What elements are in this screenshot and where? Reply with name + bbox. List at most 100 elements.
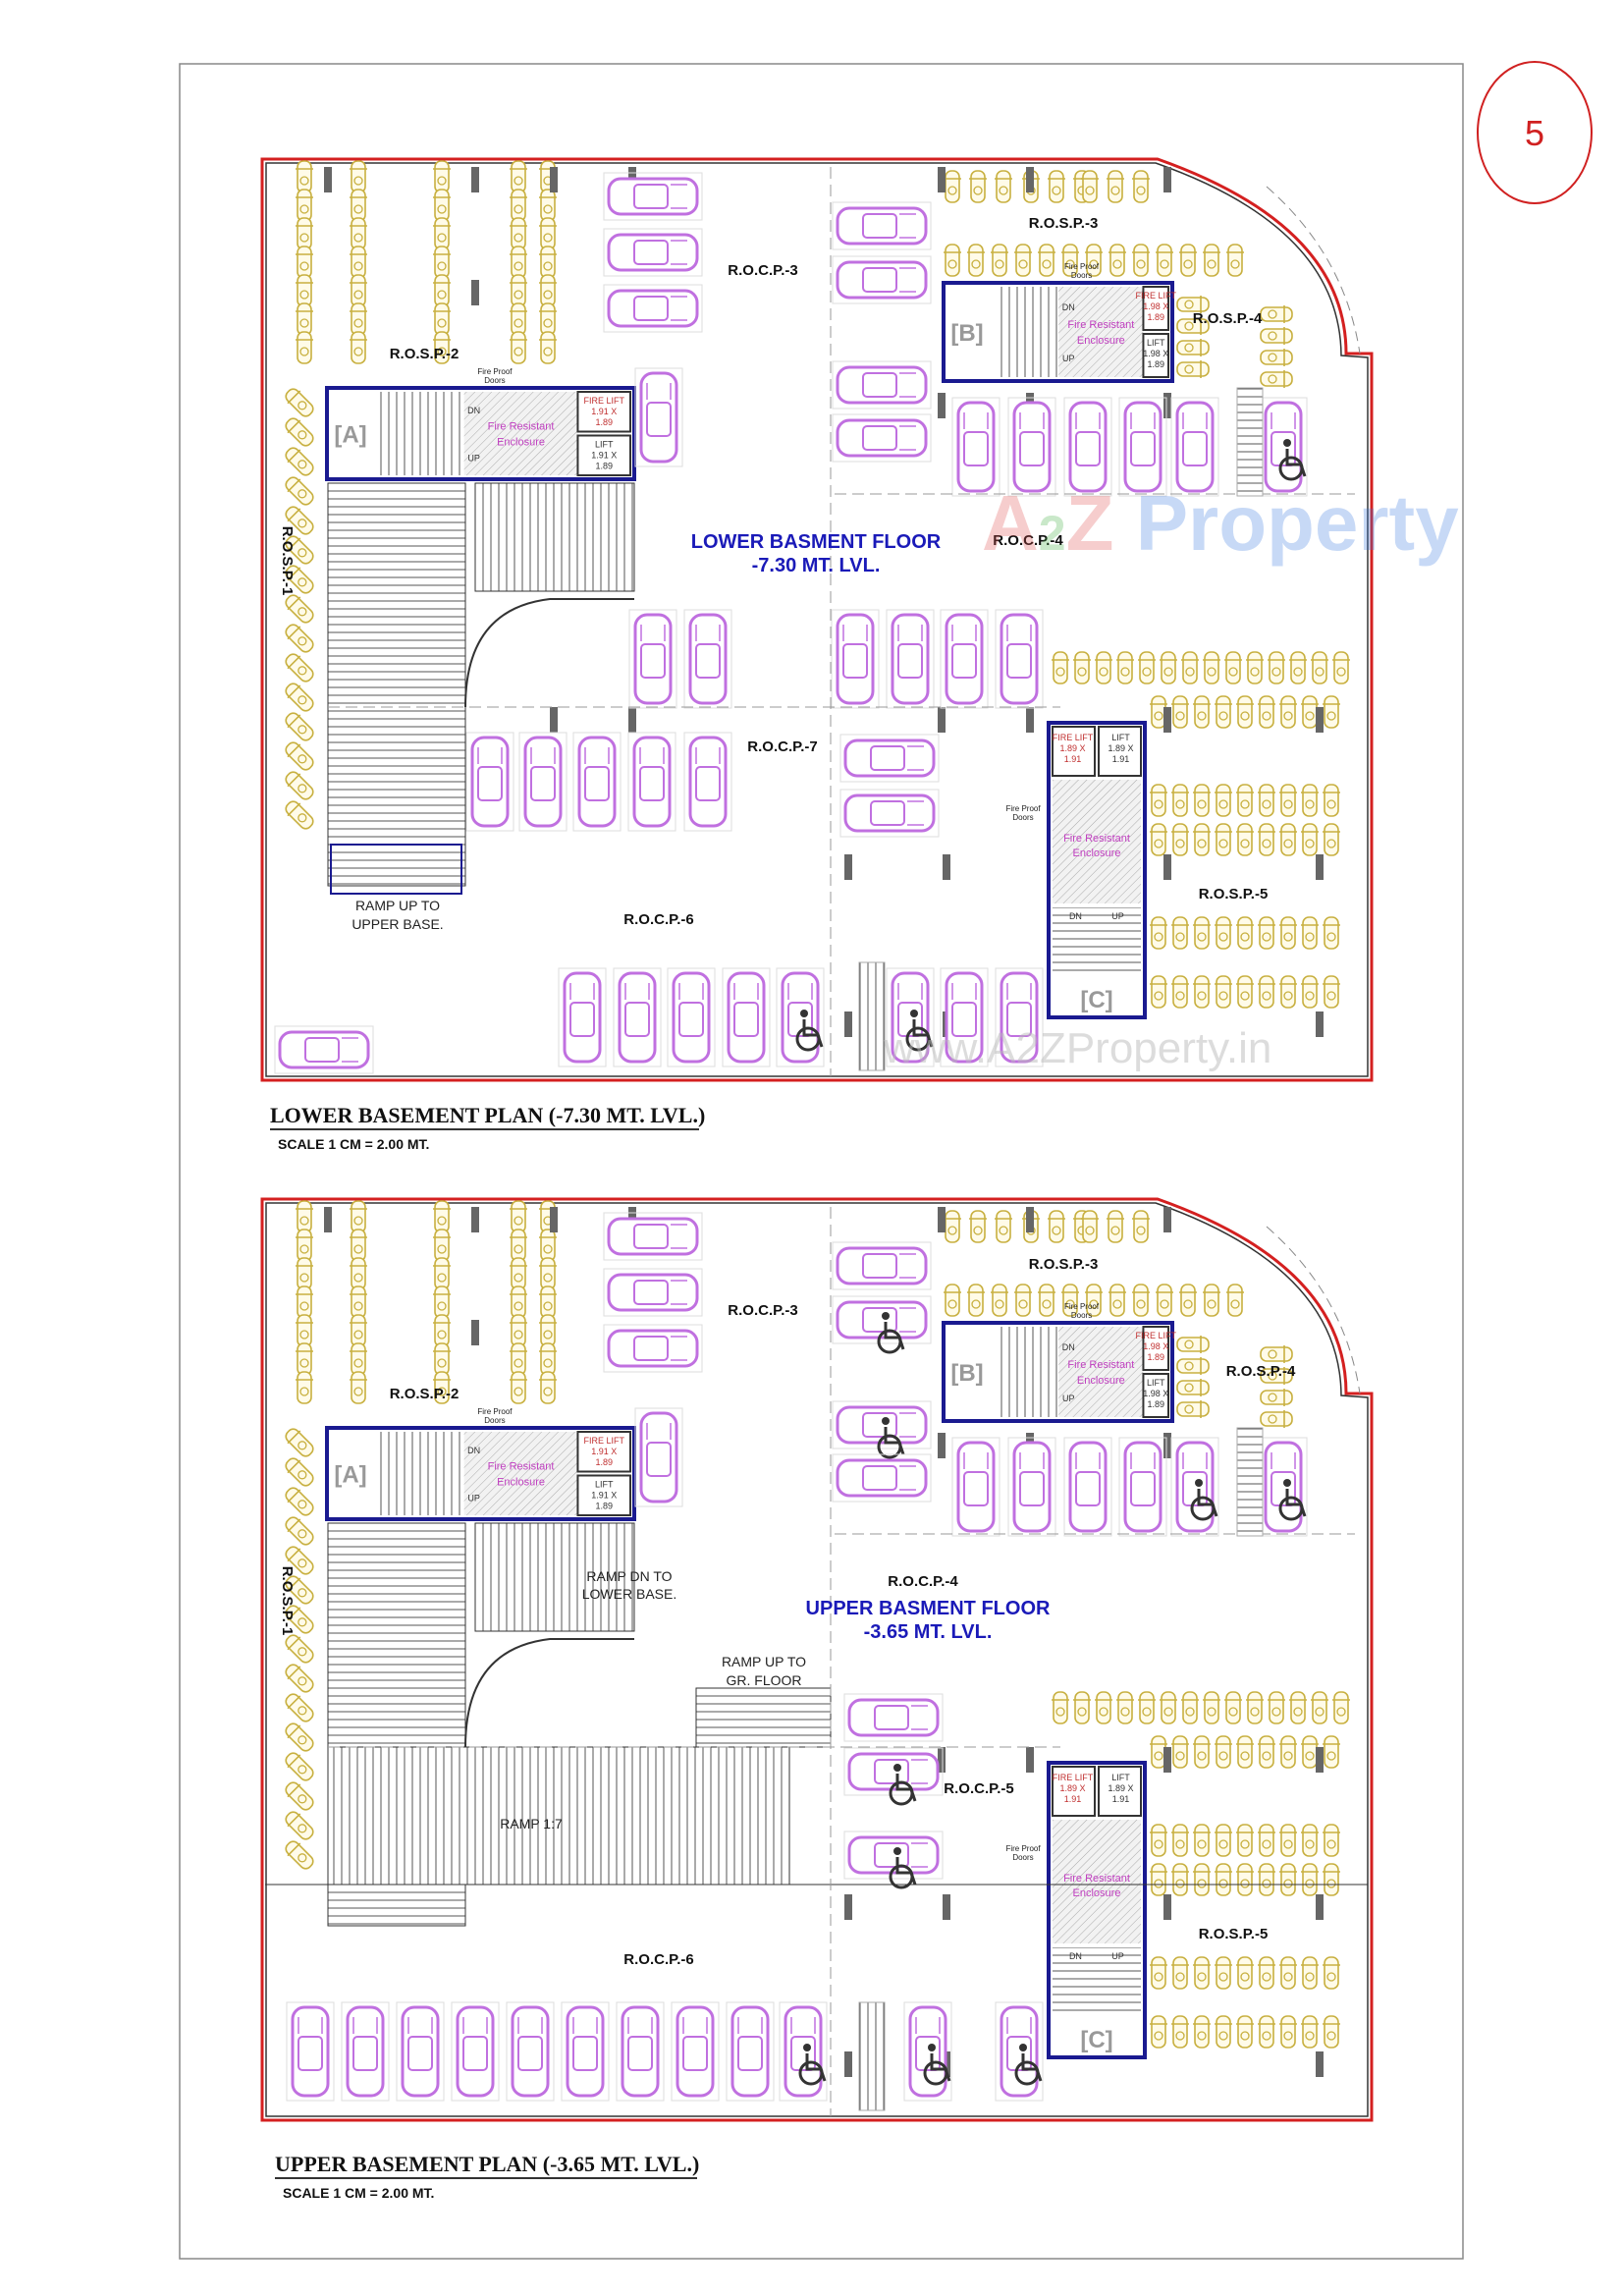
two-wheeler-slot (538, 1229, 558, 1262)
slot-outline (903, 2001, 952, 2102)
floor-level: -7.30 MT. LVL. (752, 555, 881, 576)
slot-outline (940, 609, 989, 709)
lift-text: 1.89 (1147, 1399, 1164, 1409)
enclosure-label: Fire Resistant (1063, 1873, 1130, 1885)
structural-column (471, 280, 479, 305)
stair-dn: DN (467, 1446, 480, 1455)
two-wheeler-slot (1322, 1956, 1341, 1990)
slot-outline (506, 2001, 555, 2102)
fire-lift-text: FIRE LIFT (583, 1436, 624, 1446)
car-parking-slot (843, 793, 936, 833)
two-wheeler-slot (432, 1229, 452, 1262)
svg-text:A2Z Property: A2Z Property (982, 479, 1459, 567)
lift-text: 1.98 X (1143, 1389, 1168, 1398)
fire-lift-text: 1.89 (1147, 1352, 1164, 1362)
structural-column (1163, 393, 1171, 418)
two-wheeler-slot (432, 160, 452, 193)
slot-outline (832, 360, 932, 410)
two-wheeler-slot (349, 160, 368, 193)
ramp-up-note-line2: GR. FLOOR (726, 1672, 801, 1688)
stair-dn: DN (1062, 302, 1075, 312)
stair-dn: DN (1062, 1342, 1075, 1352)
ramp-straight (474, 482, 635, 592)
plan-title: UPPER BASEMENT PLAN (-3.65 MT. LVL.) (275, 2152, 699, 2176)
fire-lift-text: 1.91 (1064, 754, 1082, 764)
two-wheeler-slot (1178, 244, 1198, 277)
two-wheeler-slot (990, 1284, 1009, 1317)
two-wheeler-slot (1170, 1863, 1190, 1896)
fire-lift (1052, 726, 1096, 777)
two-wheeler-slot (1322, 784, 1341, 817)
fire-proof-doors: Doors (484, 1416, 505, 1425)
two-wheeler-slot (1214, 1735, 1233, 1769)
slot-outline (634, 1407, 683, 1507)
slot-outline (843, 1693, 944, 1742)
two-wheeler-slot (1137, 651, 1157, 684)
lift (576, 434, 632, 476)
two-wheeler-slot (1176, 359, 1210, 379)
slot-outline (843, 1747, 944, 1796)
staircase (378, 1432, 464, 1515)
ramp-note-line1: RAMP UP TO (355, 898, 440, 913)
two-wheeler-slot (295, 1314, 314, 1347)
slot-outline (683, 609, 732, 709)
two-wheeler-slot (509, 246, 528, 279)
two-wheeler-slot (1225, 1284, 1245, 1317)
car-parking-slot (278, 1030, 370, 1069)
two-wheeler-slot (509, 274, 528, 307)
two-wheeler-slot (1214, 1863, 1233, 1896)
pedestrian-crossing (1236, 1427, 1264, 1537)
two-wheeler-slot (349, 1200, 368, 1233)
structural-column (844, 1894, 852, 1920)
stair-up: UP (467, 1493, 480, 1503)
structural-column (628, 707, 636, 733)
basement-wall (265, 1202, 1369, 2117)
two-wheeler-slot (1257, 2015, 1276, 2049)
two-wheeler-slot (1155, 244, 1174, 277)
two-wheeler-slot (1300, 784, 1320, 817)
pedestrian-crossing (858, 961, 886, 1071)
two-wheeler-slot (1170, 1735, 1190, 1769)
two-wheeler-slot (1115, 1691, 1135, 1724)
two-wheeler-slot (1214, 784, 1233, 817)
structural-column (938, 1207, 946, 1232)
two-wheeler-slot (1322, 916, 1341, 950)
ramp-outline (1266, 186, 1361, 355)
two-wheeler-slot (1278, 1735, 1298, 1769)
fire-resistant-enclosure (463, 1432, 578, 1515)
structural-column (1163, 854, 1171, 880)
lift-text: 1.89 X (1108, 1783, 1133, 1793)
two-wheeler-slot (990, 244, 1009, 277)
slot-outline (843, 1831, 944, 1880)
two-wheeler-slot (1155, 1284, 1174, 1317)
fire-lift-text: FIRE LIFT (583, 396, 624, 406)
two-wheeler-slot (1267, 651, 1286, 684)
car-parking-slot (836, 260, 928, 300)
slot-outline (831, 609, 880, 709)
car-parking-slot (566, 2005, 605, 2098)
floor-level: -3.65 MT. LVL. (864, 1621, 993, 1643)
structural-column (1163, 1433, 1171, 1458)
car-parking-slot (688, 736, 728, 828)
enclosure-label: Enclosure (1077, 335, 1125, 347)
ramp-dn-note-line2: LOWER BASE. (582, 1586, 676, 1602)
two-wheeler-slot (538, 331, 558, 364)
car-parking-slot (639, 1411, 678, 1503)
structural-column (844, 854, 852, 880)
slot-outline (776, 967, 825, 1067)
slot-outline (832, 1453, 932, 1503)
two-wheeler-slot (1159, 651, 1178, 684)
car-parking-slot (607, 1217, 699, 1256)
structural-column (1026, 167, 1034, 192)
two-wheeler-slot (1300, 823, 1320, 856)
two-wheeler-slot (538, 246, 558, 279)
car-parking-slot (836, 418, 928, 458)
two-wheeler-slot (1310, 651, 1329, 684)
structural-column (943, 854, 950, 880)
car-parking-slot (836, 613, 875, 705)
zone-rocp-7: R.O.C.P.-7 (747, 738, 817, 755)
fire-lift-text: FIRE LIFT (1053, 733, 1094, 742)
slot-outline (603, 284, 703, 333)
two-wheeler-slot (1149, 823, 1168, 856)
fire-resistant-enclosure (1058, 1327, 1144, 1417)
